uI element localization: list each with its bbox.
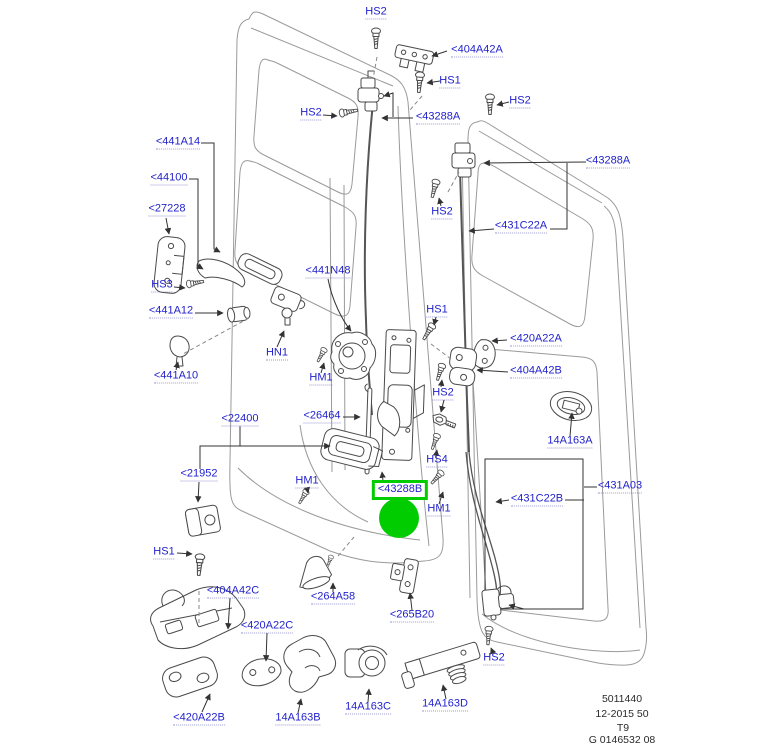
part-rosette-441n48 <box>330 331 377 380</box>
part-pin-hn1 <box>281 307 293 326</box>
part-label[interactable]: HM1 <box>427 502 451 517</box>
part-label[interactable]: <404A42C <box>206 584 260 599</box>
part-label[interactable]: <43288A <box>585 154 631 169</box>
part-label[interactable]: HS1 <box>426 303 448 318</box>
part-label[interactable]: <22400 <box>221 412 259 427</box>
part-label[interactable]: <404A42A <box>451 43 503 58</box>
part-clip-14a163b <box>283 635 337 693</box>
part-label[interactable]: <441A10 <box>153 369 199 384</box>
part-gasket-420a22c <box>241 658 282 687</box>
part-bushing-441a12 <box>226 305 251 323</box>
part-latch-upper-right <box>451 142 476 178</box>
part-plate-420a22b <box>162 656 218 698</box>
part-label[interactable]: HM1 <box>295 474 319 489</box>
part-label[interactable]: <44100 <box>150 171 188 186</box>
part-label[interactable]: <264A58 <box>310 590 356 605</box>
part-label-highlighted[interactable]: <43288B <box>371 480 429 500</box>
part-latch-upper-left <box>357 70 384 112</box>
part-grommet-264a58 <box>299 555 333 590</box>
part-label[interactable]: <265B20 <box>389 608 435 623</box>
part-label[interactable]: <26464 <box>303 409 341 424</box>
part-label[interactable]: HM1 <box>309 371 333 386</box>
part-label[interactable]: <420A22A <box>510 332 562 347</box>
part-label[interactable]: HS3 <box>151 278 173 293</box>
part-label[interactable]: HS2 <box>431 205 453 220</box>
part-label[interactable]: <441A12 <box>148 304 194 319</box>
part-label[interactable]: <27228 <box>148 202 186 217</box>
part-label[interactable]: <404A42B <box>510 364 562 379</box>
part-label[interactable]: HS2 <box>483 651 505 666</box>
highlight-circle[interactable] <box>379 498 419 538</box>
part-label[interactable]: 14A163C <box>345 700 391 715</box>
part-label[interactable]: HS2 <box>432 386 454 401</box>
part-label[interactable]: <441N48 <box>305 264 351 279</box>
part-label[interactable]: <431C22A <box>494 219 548 234</box>
part-label[interactable]: <420A22B <box>173 711 225 726</box>
part-label[interactable]: 14A163D <box>422 697 468 712</box>
part-label[interactable]: HS2 <box>300 106 322 121</box>
part-bracket-265b20 <box>390 558 419 595</box>
part-label[interactable]: <420A22C <box>240 619 294 634</box>
part-label[interactable]: <441A14 <box>155 135 201 150</box>
part-clip-14a163c <box>344 645 388 678</box>
part-handle-lever-44100 <box>196 258 246 288</box>
part-handle-base <box>270 286 306 312</box>
part-escutcheon-441a14 <box>237 253 283 285</box>
part-handle-grip-22400 <box>320 428 384 470</box>
part-hinge-404a42b <box>449 346 478 387</box>
part-latch-panel-43288b <box>377 329 425 461</box>
footer-code-line: 5011440 <box>601 692 643 705</box>
footer-code-line: T9 <box>616 721 630 734</box>
part-label[interactable]: HS1 <box>439 74 461 89</box>
part-label[interactable]: HS1 <box>153 545 175 560</box>
part-label[interactable]: <43288A <box>415 110 461 125</box>
leader-lines <box>164 50 597 714</box>
part-gasket-420a22a <box>472 339 496 369</box>
part-label[interactable]: HS2 <box>509 94 531 109</box>
part-label[interactable]: 14A163B <box>275 711 321 726</box>
part-bracket-404a42c <box>150 586 246 650</box>
alignment-dashes <box>182 56 460 626</box>
part-bracket-14a163d <box>401 641 481 689</box>
part-label[interactable]: HS2 <box>365 5 387 20</box>
part-bracket-404a42a <box>394 44 435 73</box>
part-label[interactable]: <431C22B <box>510 492 564 507</box>
part-label[interactable]: 14A163A <box>547 434 593 449</box>
part-hinge-plate-27228 <box>153 236 186 294</box>
callout-box-431a03 <box>484 458 584 610</box>
footer-code-line: 12-2015 50 <box>595 707 649 720</box>
part-label[interactable]: <21952 <box>180 467 218 482</box>
footer-code-line: G 0146532 08 <box>588 733 656 744</box>
part-label[interactable]: HN1 <box>265 346 289 361</box>
door-panel-left <box>229 11 444 564</box>
part-label[interactable]: HS4 <box>426 453 448 468</box>
part-striker-21952 <box>184 504 221 537</box>
part-label[interactable]: <431A03 <box>597 479 643 494</box>
